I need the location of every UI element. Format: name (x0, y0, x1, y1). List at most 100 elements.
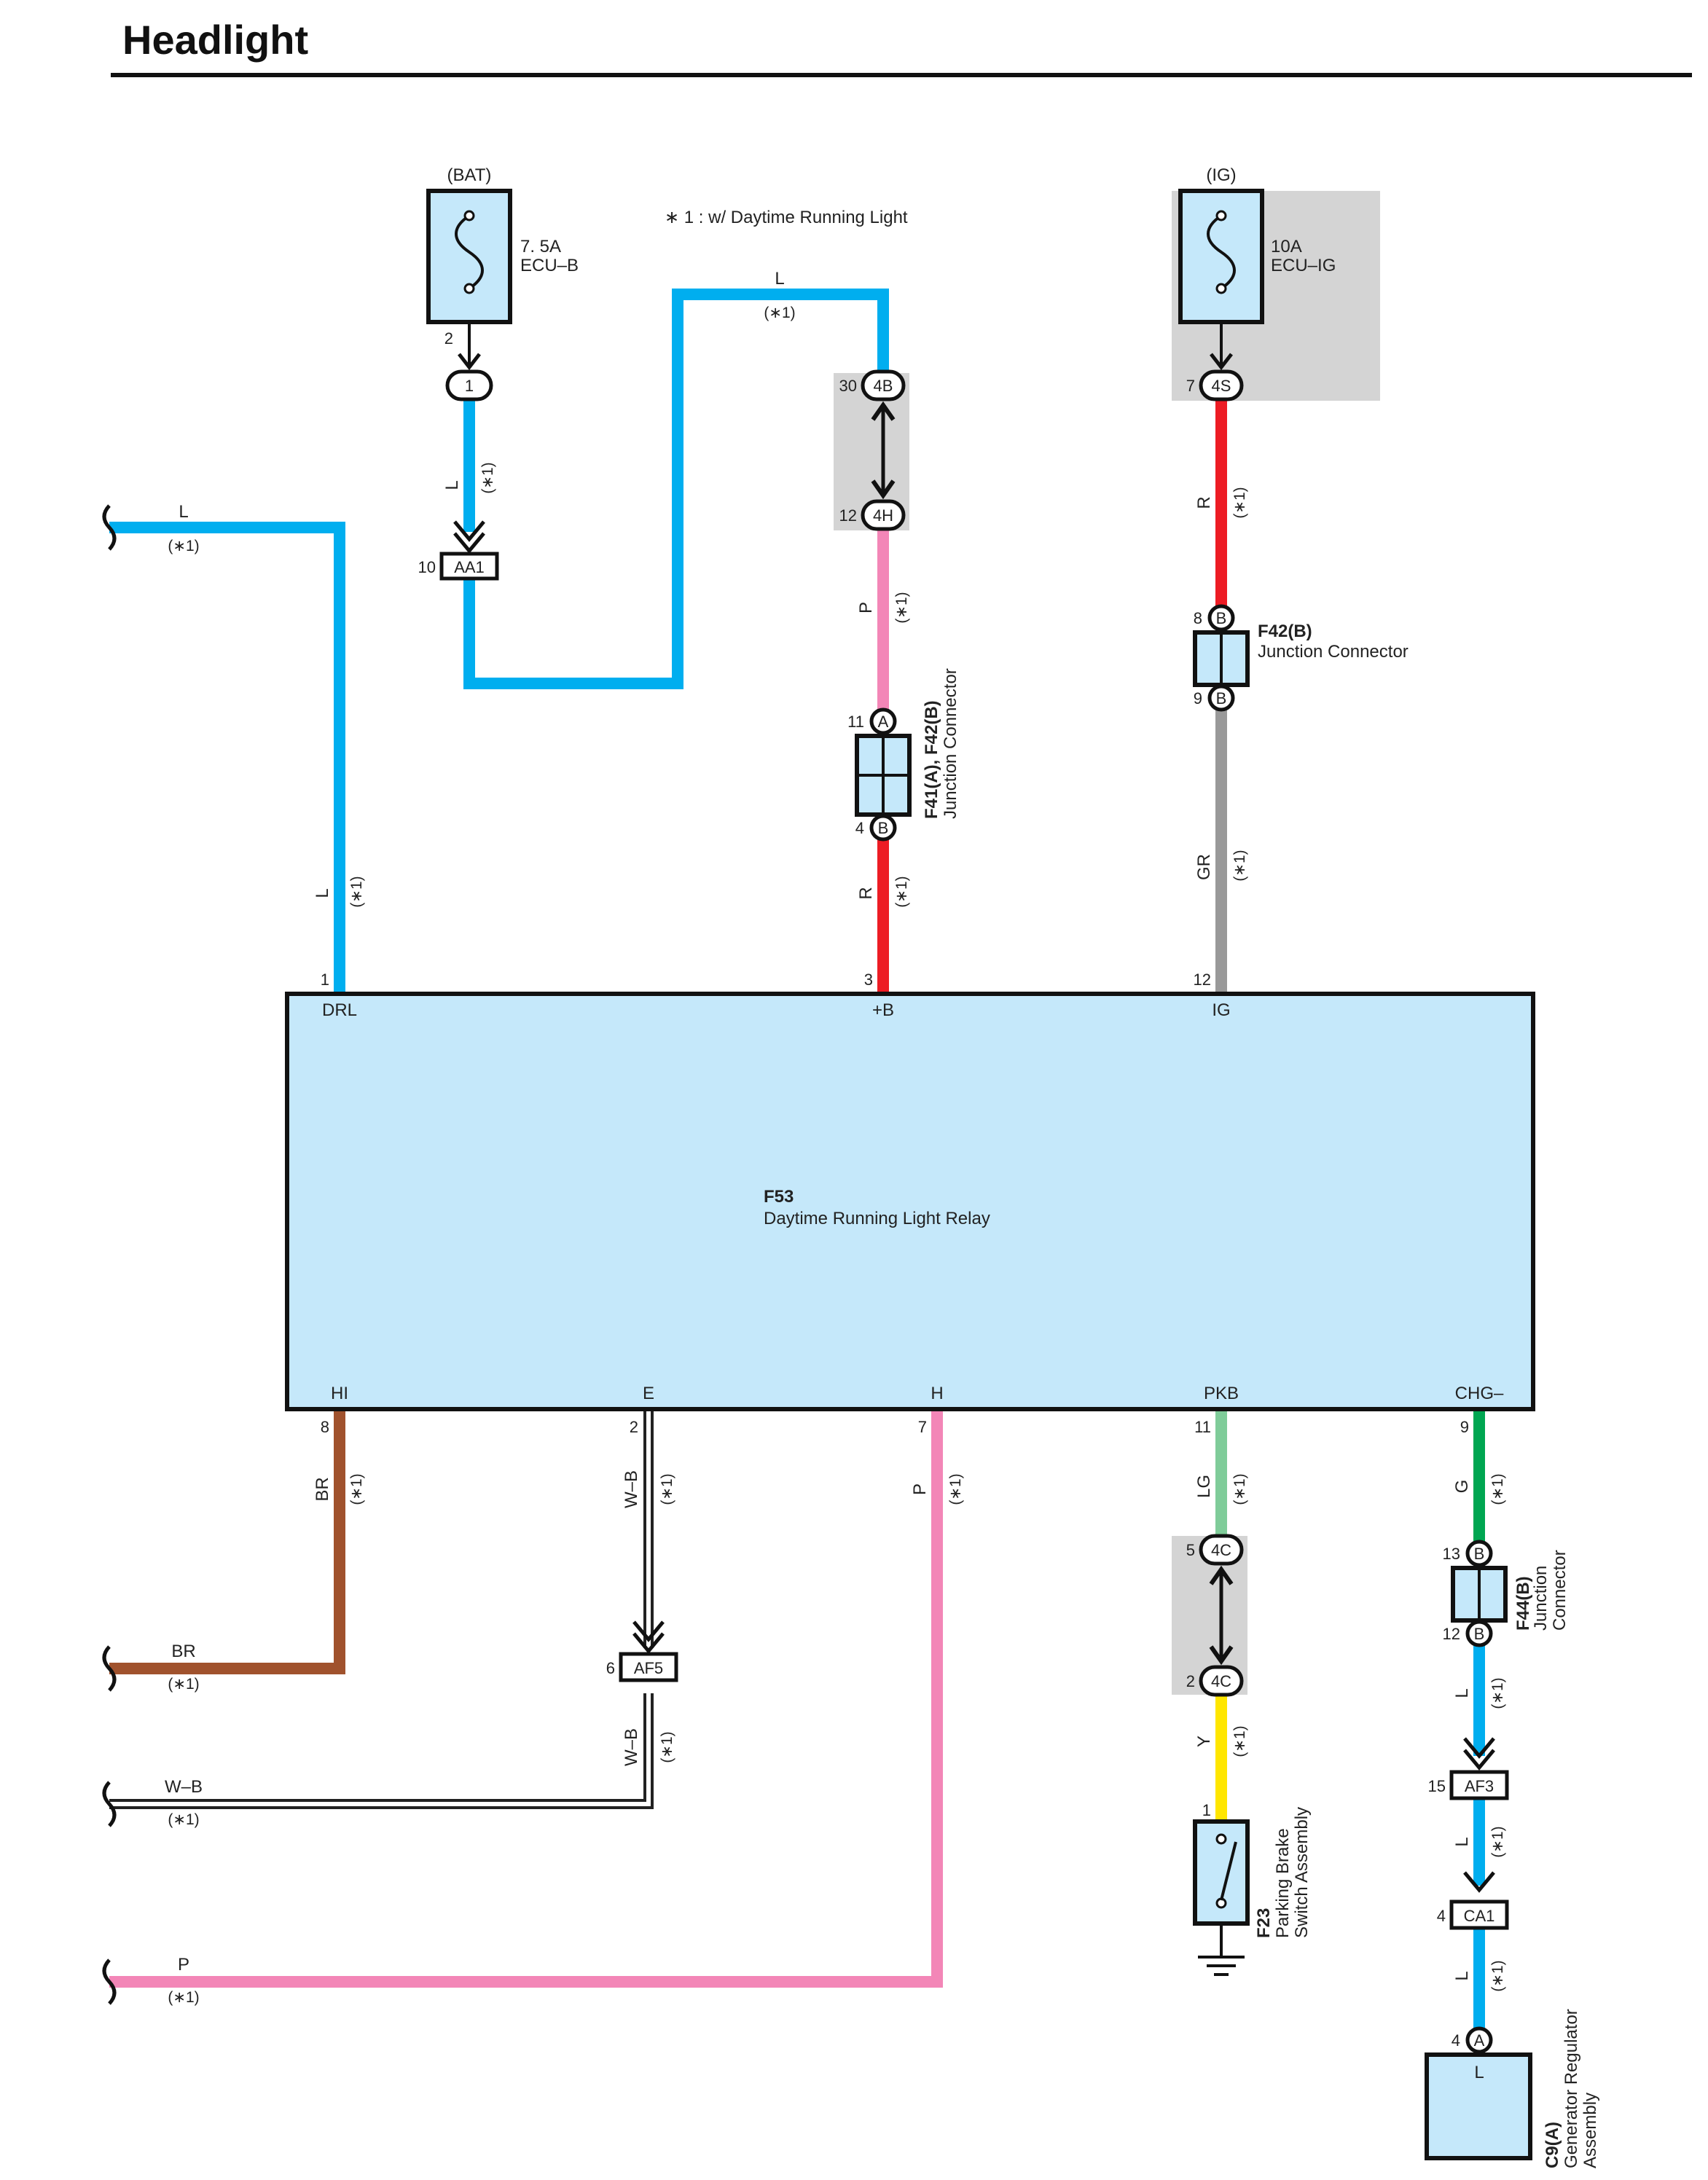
wire-label-hi-star: (∗1) (348, 1473, 365, 1505)
connector-4b (861, 369, 906, 401)
relay-term-drl: DRL (322, 1000, 357, 1020)
wire-aa1-loop (463, 289, 889, 689)
connector-aa1-label: AA1 (454, 558, 485, 576)
page-title: Headlight (122, 17, 309, 63)
f44-name-1: Junction (1531, 1566, 1551, 1631)
wire-label-pkb-color: LG (1194, 1475, 1214, 1498)
af5-chevron (632, 1620, 665, 1654)
wire-label-pkb-star: (∗1) (1231, 1473, 1248, 1505)
f42-code: F42(B) (1258, 622, 1312, 641)
relay-term-chg: CHG– (1455, 1384, 1504, 1403)
wire-label-y-star: (∗1) (1231, 1725, 1248, 1757)
relay-term-pkb: PKB (1204, 1384, 1239, 1403)
connector-4h-label: 4H (873, 506, 893, 525)
wire-label-wb-color: W–B (165, 1777, 203, 1797)
connector-4c-bottom-label: 4C (1211, 1672, 1231, 1690)
wire-label-br-star: (∗1) (168, 1676, 199, 1693)
connector-af5-pin: 6 (606, 1659, 615, 1677)
relay-term-e: E (643, 1384, 654, 1403)
wire-h-p (109, 1409, 943, 1988)
relay-term-hi: HI (331, 1384, 348, 1403)
connector-af5 (619, 1652, 678, 1682)
ca1-chevron (1463, 1871, 1495, 1893)
generator-term: L (1474, 2063, 1484, 2082)
f41-top-pin: 11 (847, 713, 864, 731)
parking-brake-pin: 1 (1202, 1801, 1211, 1819)
parking-brake-code: F23 (1254, 1908, 1274, 1938)
relay-pin-pkb: 11 (1194, 1418, 1211, 1436)
wire-label-f44-color: L (1452, 1688, 1472, 1698)
wire-label-y-color: Y (1194, 1736, 1214, 1747)
connector-aa1-pin: 10 (418, 558, 436, 576)
f44-code: F44(B) (1513, 1576, 1533, 1631)
switch-blade (1220, 1841, 1237, 1901)
fuse-bat-pin: 2 (444, 329, 453, 348)
relay-f53 (285, 992, 1535, 1411)
f44-top-tag-label: B (1474, 1545, 1485, 1563)
connector-4c-top-pin: 5 (1186, 1541, 1195, 1559)
generator-name-1: Generator Regulator (1562, 2009, 1581, 2168)
wire-label-af3-star: (∗1) (1489, 1826, 1506, 1857)
wire-label-loop-color: L (775, 269, 784, 289)
generator-pin: 4 (1452, 2031, 1460, 2050)
fuse-ig-arrow (1210, 353, 1233, 371)
f42-name: Junction Connector (1258, 642, 1409, 662)
junction-4b-arrow (871, 401, 896, 421)
wire-label-af3-color: L (1452, 1837, 1472, 1846)
wire-label-bat-color: L (442, 480, 462, 490)
f44-bottom-tag-label: B (1474, 1625, 1485, 1643)
fuse-ig-element (1207, 214, 1236, 290)
relay-name: Daytime Running Light Relay (764, 1209, 990, 1228)
connector-4c-top-label: 4C (1211, 1541, 1231, 1559)
relay-pin-b: 3 (864, 971, 873, 989)
generator-tag (1465, 2026, 1493, 2054)
junction-4h-arrow (871, 479, 896, 500)
wire-label-e-color: W–B (622, 1470, 641, 1508)
af3-chevron (1463, 1737, 1495, 1771)
wire-label-4h-star: (∗1) (893, 592, 910, 623)
wire-label-drl-color: L (179, 502, 188, 522)
generator-tag-label: A (1474, 2031, 1485, 2050)
relay-code: F53 (764, 1187, 794, 1207)
f42-bottom-pin: 9 (1194, 689, 1202, 707)
wire-label-chg-color: G (1452, 1480, 1472, 1494)
junction-4c-top-arrow (1209, 1565, 1234, 1585)
wire-break-br (102, 1645, 117, 1692)
fuse-bat-source: (BAT) (447, 165, 492, 185)
f41-code: F41(A), F42(B) (922, 700, 941, 819)
f44-top-pin: 13 (1443, 1545, 1460, 1563)
wire-label-bat-star: (∗1) (479, 462, 496, 493)
connector-4s-label: 4S (1212, 377, 1231, 395)
connector-1-label: 1 (465, 377, 474, 395)
connector-af3-pin: 15 (1428, 1777, 1446, 1795)
connector-4b-label: 4B (874, 377, 893, 395)
connector-af3-label: AF3 (1465, 1777, 1494, 1795)
wire-label-hi-color: BR (313, 1477, 332, 1501)
wire-label-p-color: P (178, 1955, 189, 1975)
fuse-bat-bottom-dot (463, 283, 475, 294)
fuse-bat-rating: 7. 5A (520, 237, 561, 256)
wire-label-gr-color: GR (1194, 854, 1214, 880)
relay-pin-ig: 12 (1194, 971, 1211, 989)
fuse-ig-rating: 10A (1271, 237, 1302, 256)
connector-4h-pin: 12 (839, 506, 857, 525)
connector-af3 (1449, 1770, 1509, 1800)
relay-term-b: +B (872, 1000, 894, 1020)
connector-4c-bottom-pin: 2 (1186, 1672, 1195, 1690)
wire-break-drl (102, 504, 117, 551)
connector-aa1 (439, 552, 499, 581)
wire-label-loop-star: (∗1) (764, 305, 795, 321)
wire-label-f41-color: R (856, 887, 876, 899)
connector-4c-bottom (1199, 1665, 1244, 1697)
wire-label-ig-star: (∗1) (1231, 487, 1248, 518)
junction-4c-bottom-arrow (1209, 1645, 1234, 1666)
f42-top-pin: 8 (1194, 609, 1202, 627)
fuse-bat-element (455, 214, 484, 290)
fuse-bat-arrow (458, 353, 481, 371)
f42-top-tag-label: B (1216, 609, 1227, 627)
wire-break-p (102, 1959, 117, 2005)
generator-code: C9(A) (1543, 2122, 1562, 2168)
relay-term-h: H (931, 1384, 943, 1403)
note-text: ∗ 1 : w/ Daytime Running Light (665, 208, 908, 227)
